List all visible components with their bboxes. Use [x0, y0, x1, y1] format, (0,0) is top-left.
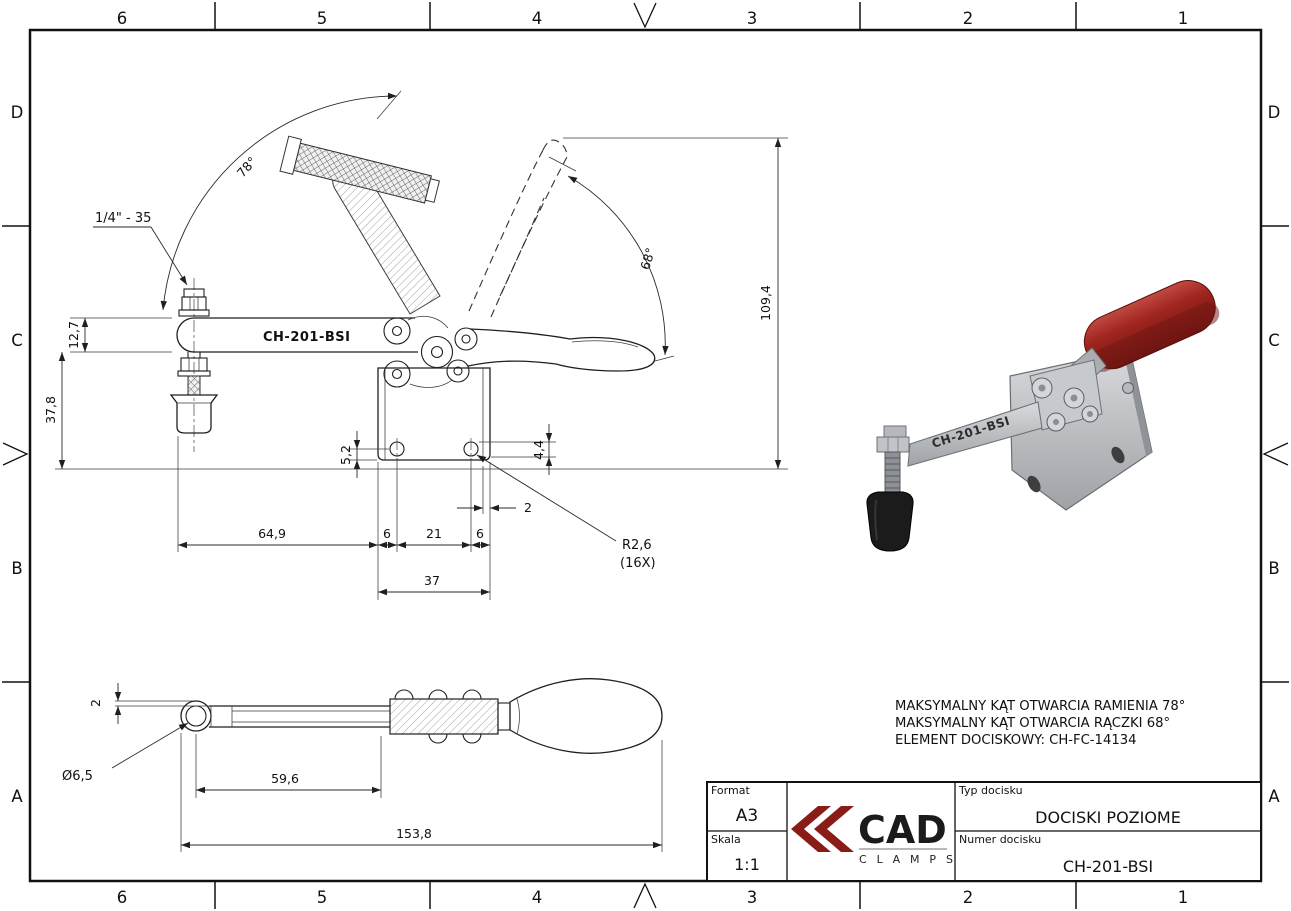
title-block: Format A3 Skala 1:1 Typ docisku DOCISKI …: [706, 781, 1262, 882]
top-view-outline: [180, 678, 663, 754]
arm-bar: CH-201-BSI: [176, 317, 418, 353]
note-line: MAKSYMALNY KĄT OTWARCIA RĄCZKI 68°: [895, 716, 1170, 731]
zone-label: 6: [117, 9, 128, 28]
zone-label: 6: [117, 888, 128, 907]
handle-open-dashed: [468, 139, 568, 318]
brand-chevrons-icon: [791, 806, 854, 852]
zone-label: 5: [317, 9, 328, 28]
dim-plate-width: 37: [424, 573, 440, 588]
top-view-dimensions: 2 Ø6,5 59,6 153,8: [62, 683, 663, 852]
scale-value: 1:1: [734, 855, 760, 874]
part-label-side: CH-201-BSI: [263, 330, 350, 345]
dimension-lines: [58, 92, 782, 596]
iso-spindle: [866, 425, 914, 552]
notes: MAKSYMALNY KĄT OTWARCIA RAMIENIA 78° MAK…: [895, 699, 1185, 748]
brand-name: CAD: [858, 808, 947, 852]
dim-spindle-height: 37,8: [43, 396, 58, 424]
dim-angle-arm: 78°: [234, 154, 260, 181]
number-value: CH-201-BSI: [1063, 857, 1153, 876]
dim-radius-qty: (16X): [620, 556, 656, 571]
clamp-spindle: [169, 278, 219, 452]
handle-closed: [467, 328, 656, 372]
zone-label: 3: [747, 9, 758, 28]
zone-label: D: [1268, 103, 1281, 122]
format-label: Format: [711, 784, 750, 797]
type-value: DOCISKI POZIOME: [1035, 808, 1181, 827]
dim-hole-margin-left: 6: [383, 526, 391, 541]
zone-label: 3: [747, 888, 758, 907]
zone-label: A: [11, 787, 23, 806]
format-value: A3: [736, 806, 758, 826]
dim-total-height: 109,4: [758, 285, 773, 321]
zone-label: 1: [1178, 888, 1189, 907]
zone-labels: 6 5 4 3 2 1 6 5 4 3 2 1 D C B A D C B A: [11, 9, 1281, 907]
pivot-rivets: [383, 316, 478, 388]
dim-hole-offset-left: 5,2: [338, 445, 353, 465]
extension-lines: [55, 90, 788, 600]
zone-label: A: [1268, 787, 1280, 806]
dimension-labels: 12,7 37,8 109,4 5,2 4,4 64,9 6 21 6 37 2…: [43, 154, 773, 588]
zone-label: 4: [532, 9, 543, 28]
dim-radius: R2,6: [622, 538, 652, 553]
number-label: Numer docisku: [959, 833, 1041, 846]
zone-label: 2: [963, 888, 974, 907]
brand-logo: CAD C L A M P S: [791, 806, 956, 866]
scale-label: Skala: [711, 833, 741, 846]
iso-view: CH-201-BSI: [866, 280, 1220, 552]
thread-note: 1/4" - 35: [95, 211, 151, 226]
zone-label: C: [11, 331, 23, 350]
dim-hole-edge: 2: [524, 500, 532, 515]
zone-label: B: [1268, 559, 1279, 578]
dim-hole-pitch: 21: [426, 526, 442, 541]
dim-angle-handle: 68°: [637, 246, 658, 272]
note-line: MAKSYMALNY KĄT OTWARCIA RAMIENIA 78°: [895, 699, 1185, 714]
note-line: ELEMENT DOCISKOWY: CH-FC-14134: [895, 733, 1137, 748]
zone-label: D: [11, 103, 24, 122]
zone-label: 2: [963, 9, 974, 28]
zone-label: 4: [532, 888, 543, 907]
dim-base-offset: 64,9: [258, 526, 286, 541]
arm-open-position: [279, 135, 441, 315]
iso-linkage: [1029, 359, 1103, 432]
brand-sub: C L A M P S: [859, 853, 956, 866]
dim-total-length: 153,8: [396, 826, 432, 841]
zone-label: 5: [317, 888, 328, 907]
base-plate: [377, 367, 491, 461]
top-view: 2 Ø6,5 59,6 153,8: [62, 678, 663, 852]
dim-lip: 2: [88, 699, 103, 707]
dim-hole-dia: Ø6,5: [62, 769, 93, 784]
zone-label: C: [1268, 331, 1280, 350]
dim-arm-length: 59,6: [271, 771, 299, 786]
type-label: Typ docisku: [958, 784, 1023, 797]
dim-hole-offset-right: 4,4: [531, 440, 546, 460]
side-view-dimensions: 12,7 37,8 109,4 5,2 4,4 64,9 6 21 6 37 2…: [43, 90, 788, 600]
zone-label: 1: [1178, 9, 1189, 28]
dim-bar-height: 12,7: [66, 321, 81, 349]
zone-label: B: [11, 559, 22, 578]
dim-hole-margin-right: 6: [476, 526, 484, 541]
